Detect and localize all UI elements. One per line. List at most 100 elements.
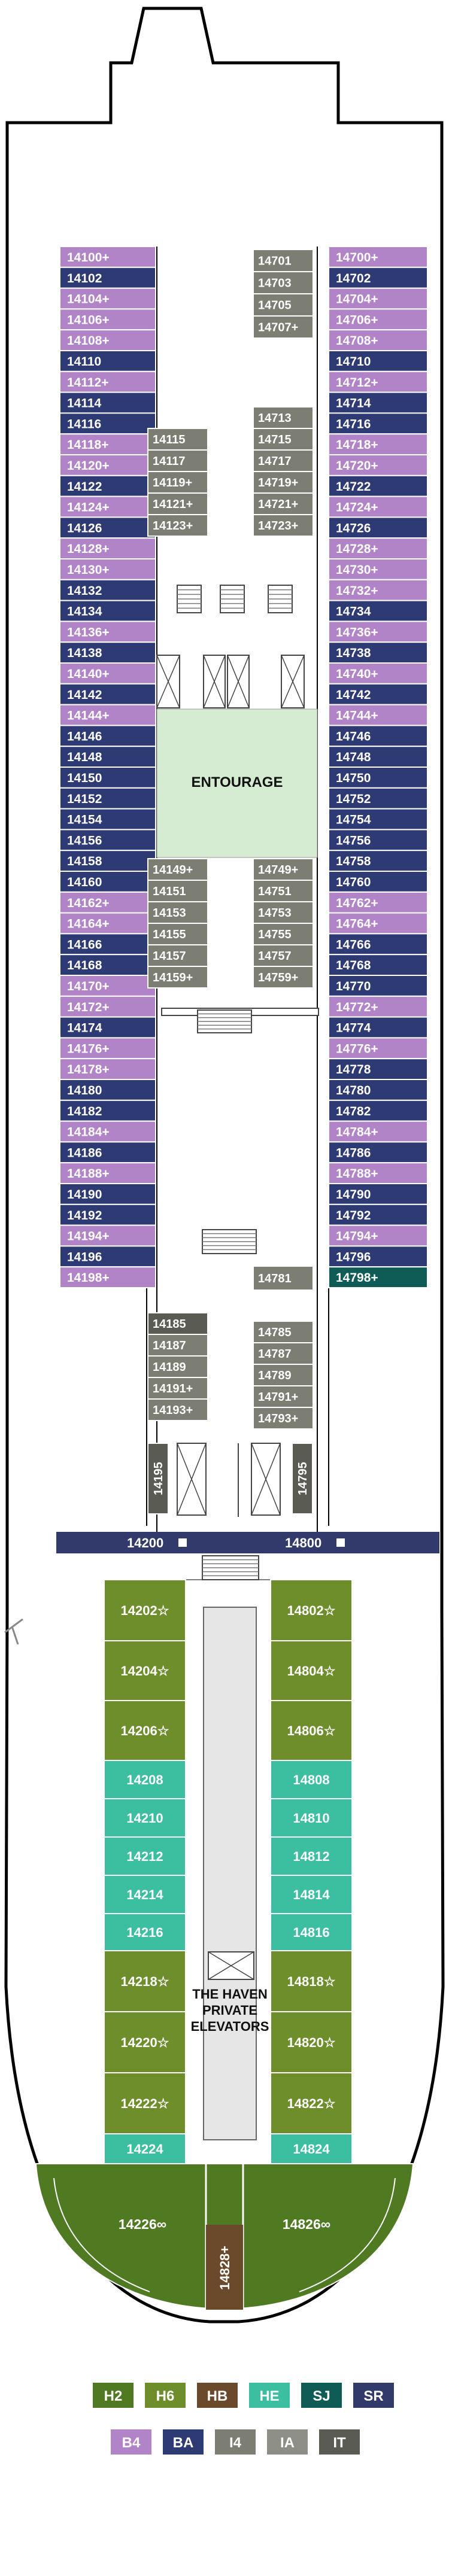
cabin-14748[interactable]: 14748 bbox=[328, 746, 428, 768]
cabin-14776[interactable]: 14776+ bbox=[328, 1037, 428, 1060]
cabin-14210[interactable]: 14210 bbox=[104, 1798, 186, 1838]
cabin-14134[interactable]: 14134 bbox=[59, 600, 156, 622]
cabin-14790[interactable]: 14790 bbox=[328, 1183, 428, 1205]
cabin-14196[interactable]: 14196 bbox=[59, 1245, 156, 1268]
cabin-14194[interactable]: 14194+ bbox=[59, 1224, 156, 1247]
cabin-14176[interactable]: 14176+ bbox=[59, 1037, 156, 1060]
cabin-14195[interactable]: 14195 bbox=[147, 1443, 169, 1514]
cabin-14732[interactable]: 14732+ bbox=[328, 579, 428, 601]
cabin-14782[interactable]: 14782 bbox=[328, 1099, 428, 1122]
cabin-14788[interactable]: 14788+ bbox=[328, 1162, 428, 1184]
cabin-14190[interactable]: 14190 bbox=[59, 1183, 156, 1205]
cabin-14792[interactable]: 14792 bbox=[328, 1203, 428, 1226]
cabin-14793[interactable]: 14793+ bbox=[253, 1407, 314, 1430]
cabin-14744[interactable]: 14744+ bbox=[328, 704, 428, 726]
cabin-14764[interactable]: 14764+ bbox=[328, 912, 428, 935]
cabin-14119[interactable]: 14119+ bbox=[147, 471, 208, 494]
cabin-14157[interactable]: 14157 bbox=[147, 944, 208, 967]
cabin-14162[interactable]: 14162+ bbox=[59, 891, 156, 914]
cabin-14762[interactable]: 14762+ bbox=[328, 891, 428, 914]
cabin-14121[interactable]: 14121+ bbox=[147, 492, 208, 515]
cabin-14787[interactable]: 14787 bbox=[253, 1342, 314, 1365]
cabin-14214[interactable]: 14214 bbox=[104, 1875, 186, 1914]
cabin-14208[interactable]: 14208 bbox=[104, 1760, 186, 1799]
cabin-14102[interactable]: 14102 bbox=[59, 266, 156, 289]
cabin-14126[interactable]: 14126 bbox=[59, 516, 156, 539]
cabin-14151[interactable]: 14151 bbox=[147, 880, 208, 902]
cabin-14184[interactable]: 14184+ bbox=[59, 1120, 156, 1143]
cabin-14200[interactable]: 14200 bbox=[117, 1533, 195, 1552]
cabin-14772[interactable]: 14772+ bbox=[328, 995, 428, 1018]
cabin-14740[interactable]: 14740+ bbox=[328, 662, 428, 685]
cabin-14806[interactable]: 14806☆ bbox=[270, 1700, 353, 1761]
cabin-14170[interactable]: 14170+ bbox=[59, 975, 156, 997]
cabin-14728[interactable]: 14728+ bbox=[328, 537, 428, 560]
cabin-14795[interactable]: 14795 bbox=[292, 1443, 313, 1514]
cabin-14766[interactable]: 14766 bbox=[328, 933, 428, 956]
cabin-14778[interactable]: 14778 bbox=[328, 1058, 428, 1080]
cabin-14751[interactable]: 14751 bbox=[253, 880, 314, 902]
cabin-14168[interactable]: 14168 bbox=[59, 954, 156, 976]
cabin-14789[interactable]: 14789 bbox=[253, 1364, 314, 1386]
cabin-14818[interactable]: 14818☆ bbox=[270, 1950, 353, 2012]
cabin-14781[interactable]: 14781 bbox=[253, 1266, 314, 1291]
cabin-14750[interactable]: 14750 bbox=[328, 767, 428, 789]
cabin-14140[interactable]: 14140+ bbox=[59, 662, 156, 685]
cabin-14216[interactable]: 14216 bbox=[104, 1913, 186, 1951]
cabin-14719[interactable]: 14719+ bbox=[253, 471, 314, 494]
cabin-14150[interactable]: 14150 bbox=[59, 767, 156, 789]
cabin-14149[interactable]: 14149+ bbox=[147, 858, 208, 881]
cabin-14130[interactable]: 14130+ bbox=[59, 558, 156, 580]
cabin-14100[interactable]: 14100+ bbox=[59, 246, 156, 268]
cabin-14820[interactable]: 14820☆ bbox=[270, 2011, 353, 2073]
cabin-14186[interactable]: 14186 bbox=[59, 1141, 156, 1164]
cabin-14705[interactable]: 14705 bbox=[253, 293, 314, 317]
cabin-14160[interactable]: 14160 bbox=[59, 871, 156, 893]
cabin-14724[interactable]: 14724+ bbox=[328, 495, 428, 518]
cabin-14734[interactable]: 14734 bbox=[328, 600, 428, 622]
cabin-14804[interactable]: 14804☆ bbox=[270, 1640, 353, 1701]
cabin-14791[interactable]: 14791+ bbox=[253, 1385, 314, 1408]
cabin-14122[interactable]: 14122 bbox=[59, 475, 156, 497]
cabin-14110[interactable]: 14110 bbox=[59, 350, 156, 372]
cabin-14164[interactable]: 14164+ bbox=[59, 912, 156, 935]
cabin-14156[interactable]: 14156 bbox=[59, 829, 156, 851]
cabin-14796[interactable]: 14796 bbox=[328, 1245, 428, 1268]
cabin-14701[interactable]: 14701 bbox=[253, 249, 314, 272]
cabin-14708[interactable]: 14708+ bbox=[328, 329, 428, 352]
cabin-14742[interactable]: 14742 bbox=[328, 683, 428, 705]
cabin-14736[interactable]: 14736+ bbox=[328, 621, 428, 643]
cabin-14146[interactable]: 14146 bbox=[59, 725, 156, 747]
cabin-14188[interactable]: 14188+ bbox=[59, 1162, 156, 1184]
cabin-14206[interactable]: 14206☆ bbox=[104, 1700, 186, 1761]
cabin-14159[interactable]: 14159+ bbox=[147, 966, 208, 989]
cabin-14814[interactable]: 14814 bbox=[270, 1875, 353, 1914]
cabin-14718[interactable]: 14718+ bbox=[328, 433, 428, 456]
cabin-14152[interactable]: 14152 bbox=[59, 787, 156, 810]
cabin-14794[interactable]: 14794+ bbox=[328, 1224, 428, 1247]
cabin-14707[interactable]: 14707+ bbox=[253, 315, 314, 339]
cabin-14720[interactable]: 14720+ bbox=[328, 454, 428, 476]
cabin-14786[interactable]: 14786 bbox=[328, 1141, 428, 1164]
cabin-14702[interactable]: 14702 bbox=[328, 266, 428, 289]
cabin-14714[interactable]: 14714 bbox=[328, 391, 428, 414]
cabin-14128[interactable]: 14128+ bbox=[59, 537, 156, 560]
cabin-14118[interactable]: 14118+ bbox=[59, 433, 156, 456]
cabin-14824[interactable]: 14824 bbox=[270, 2133, 353, 2164]
cabin-14189[interactable]: 14189 bbox=[147, 1355, 208, 1378]
cabin-14123[interactable]: 14123+ bbox=[147, 514, 208, 537]
cabin-14780[interactable]: 14780 bbox=[328, 1079, 428, 1101]
cabin-14710[interactable]: 14710 bbox=[328, 350, 428, 372]
cabin-14760[interactable]: 14760 bbox=[328, 871, 428, 893]
cabin-14174[interactable]: 14174 bbox=[59, 1016, 156, 1039]
cabin-14155[interactable]: 14155 bbox=[147, 923, 208, 945]
cabin-14721[interactable]: 14721+ bbox=[253, 492, 314, 515]
cabin-14114[interactable]: 14114 bbox=[59, 391, 156, 414]
cabin-14106[interactable]: 14106+ bbox=[59, 308, 156, 331]
cabin-14116[interactable]: 14116 bbox=[59, 412, 156, 435]
cabin-14220[interactable]: 14220☆ bbox=[104, 2011, 186, 2073]
cabin-14193[interactable]: 14193+ bbox=[147, 1398, 208, 1421]
cabin-14716[interactable]: 14716 bbox=[328, 412, 428, 435]
cabin-14222[interactable]: 14222☆ bbox=[104, 2072, 186, 2134]
cabin-14759[interactable]: 14759+ bbox=[253, 966, 314, 989]
